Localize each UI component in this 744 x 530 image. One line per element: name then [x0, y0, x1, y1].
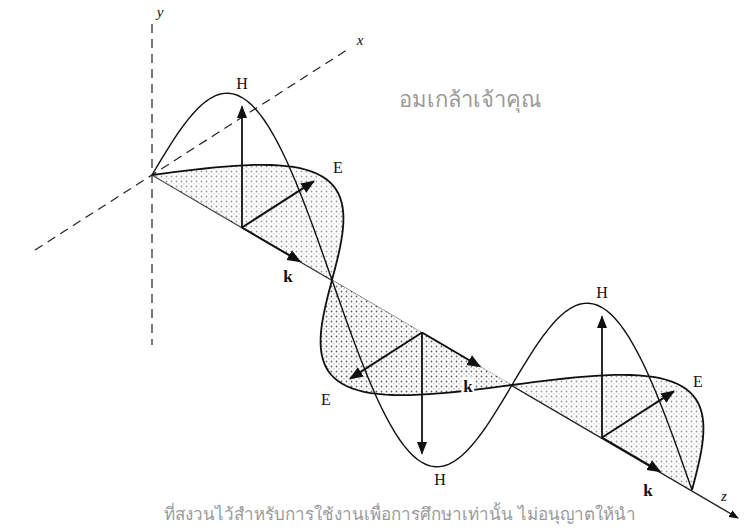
e-field-curve [152, 165, 343, 280]
vector-label: H [594, 284, 610, 302]
vector-label: H [432, 471, 448, 489]
k-vector [242, 228, 300, 262]
h-vector [241, 107, 243, 228]
e-field-curve [512, 375, 703, 490]
vector-label: E [691, 373, 705, 391]
h-field-curve [512, 303, 692, 490]
axis-label: z [719, 488, 729, 505]
vector-label: k [281, 267, 294, 286]
vector-label: k [461, 377, 474, 396]
h-field-curve [152, 93, 332, 280]
watermark-text: ที่สงวนไว้สำหรับการใช้งานเพื่อการศึกษาเท… [162, 505, 638, 524]
e-field-shading [321, 280, 512, 395]
vector-label: H [234, 75, 250, 93]
e-vector [350, 333, 422, 379]
h-field-curve [332, 280, 512, 467]
watermark-text: อมเกล้าเจ้าคุณ [397, 88, 543, 112]
axis-label: x [355, 32, 366, 49]
y-axis [151, 24, 152, 345]
k-vector [422, 333, 480, 367]
e-vector [602, 391, 674, 437]
h-vector [421, 333, 423, 454]
e-field-shading [152, 165, 343, 280]
vector-label: k [641, 481, 654, 500]
e-field-curve [321, 280, 512, 395]
axis-label: y [155, 4, 166, 21]
k-vector [602, 438, 660, 472]
e-vector [242, 181, 314, 227]
z-axis [152, 175, 738, 518]
vector-label: E [319, 391, 333, 409]
h-vector [601, 317, 603, 438]
vector-label: E [331, 159, 345, 177]
e-field-shading [512, 375, 703, 490]
